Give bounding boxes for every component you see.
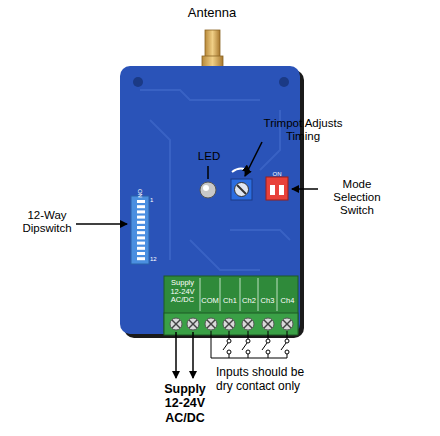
supply-label: Supply 12-24V AC/DC <box>158 382 212 425</box>
switch-lever <box>223 343 228 350</box>
trimpot <box>231 179 252 200</box>
dip-lever <box>137 216 145 219</box>
title-label: Antenna <box>176 6 248 21</box>
terminal-label: COM <box>200 297 220 306</box>
dip-lever <box>137 236 145 239</box>
callout-label: 12-Way Dipswitch <box>18 209 76 235</box>
terminal-label: Supply 12-24V AC/DC <box>165 279 200 305</box>
switch-on-mark: ON <box>266 171 288 178</box>
leader-line <box>207 166 209 179</box>
dip-lever <box>137 242 145 245</box>
callout-label: LED <box>194 150 224 163</box>
screw-terminal <box>170 318 182 330</box>
dip-number: 12 <box>150 256 162 263</box>
screw-terminal <box>205 318 217 330</box>
terminal-label: Ch2 <box>240 297 258 306</box>
led <box>200 182 216 198</box>
screw-terminal <box>262 318 274 330</box>
switch-lever <box>281 343 286 350</box>
dip-lever <box>137 252 145 255</box>
dip-lever <box>137 226 145 229</box>
screw-terminal <box>281 318 293 330</box>
contact <box>227 339 231 343</box>
dip-lever <box>137 210 145 213</box>
switch-lever <box>262 343 267 350</box>
screw-terminal <box>223 318 235 330</box>
mode-switch <box>266 177 288 200</box>
input-wire <box>229 331 230 339</box>
contact <box>246 339 250 343</box>
note-label: Inputs should be dry contact only <box>216 366 316 394</box>
dip-lever <box>137 200 145 203</box>
input-wire <box>287 331 288 339</box>
terminal-label: Ch3 <box>258 297 277 306</box>
callout-label: Mode Selection Switch <box>322 178 392 218</box>
dipswitch <box>131 196 149 264</box>
leader-line <box>76 223 127 225</box>
input-wire <box>248 331 249 339</box>
callout-label: Trimpot Adjusts Timing <box>262 117 344 143</box>
dip-on-mark: ON <box>137 181 144 205</box>
screw-terminal <box>242 318 254 330</box>
leader-line <box>292 188 318 190</box>
leader-line <box>245 142 262 176</box>
dip-lever <box>137 257 145 260</box>
dip-lever <box>137 221 145 224</box>
contact <box>266 339 270 343</box>
contact <box>285 339 289 343</box>
dip-lever <box>137 247 145 250</box>
dip-lever <box>137 205 145 208</box>
dip-lever <box>137 231 145 234</box>
terminal-label: Ch1 <box>220 297 240 306</box>
switch-lever <box>242 343 247 350</box>
dip-number: 1 <box>150 197 160 204</box>
pcb <box>120 66 300 334</box>
terminal-label: Ch4 <box>277 297 298 306</box>
common-wire <box>211 331 287 358</box>
screw-terminal <box>187 318 199 330</box>
input-wire <box>268 331 269 339</box>
